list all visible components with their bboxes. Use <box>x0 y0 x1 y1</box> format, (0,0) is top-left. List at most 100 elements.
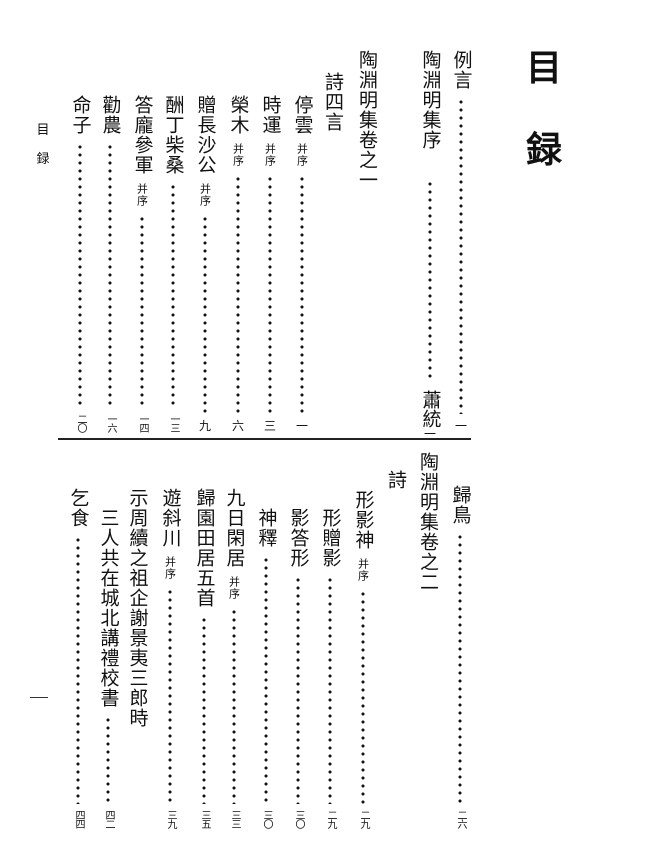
leader-dots <box>232 608 236 804</box>
entry-author: 蕭統 <box>419 390 442 428</box>
toc-entry[interactable]: 命子 二〇 <box>68 95 92 432</box>
toc-entry[interactable]: 乞食 四四 <box>66 488 90 828</box>
page-title: 目 録 <box>516 50 572 214</box>
running-head-char-1: 目 <box>36 123 50 138</box>
entry-note: 并序 <box>356 558 370 582</box>
entry-page: 一 <box>295 419 308 433</box>
entry-title: 時運 <box>259 95 282 135</box>
leader-dots <box>76 536 80 804</box>
toc-entry[interactable]: 遊斜川 并序 三九 <box>158 488 182 828</box>
entry-title: 例言 <box>450 50 473 90</box>
toc-entry[interactable]: 酬丁柴桑 一三 <box>161 95 185 432</box>
volume-heading: 陶淵明集卷之一 <box>356 50 378 190</box>
leader-dots <box>202 616 206 804</box>
page-folio-mark <box>30 697 48 698</box>
entry-note: 并序 <box>198 183 212 207</box>
entry-title: 歸園田居五首 <box>193 488 216 608</box>
entry-page: 九 <box>198 419 211 433</box>
toc-entry[interactable]: 九日閑居 并序 三三 <box>222 488 246 828</box>
running-head: 目 録 <box>34 124 52 182</box>
leader-dots <box>203 215 207 414</box>
leader-dots <box>300 175 304 414</box>
entry-title: 陶淵明集序 <box>419 50 442 150</box>
entry-note: 并序 <box>227 576 241 600</box>
toc-entry[interactable]: 答龐參軍 并序 一四 <box>130 95 154 432</box>
toc-entry[interactable]: 榮木 并序 六 <box>226 95 250 432</box>
entry-note: 并序 <box>295 143 309 167</box>
title-char-2: 録 <box>525 129 562 171</box>
leader-dots <box>296 576 300 804</box>
entry-title: 酬丁柴桑 <box>162 95 185 175</box>
entry-page: 一 <box>423 427 436 441</box>
entry-page: 四二 <box>103 810 114 828</box>
leader-dots <box>171 183 175 408</box>
genre-heading: 詩 <box>385 470 407 490</box>
entry-page: 四四 <box>73 810 84 828</box>
toc-entry[interactable]: 贈長沙公 并序 九 <box>193 95 217 432</box>
entry-title: 贈長沙公 <box>194 95 217 175</box>
entry-title: 形贈影 <box>319 508 342 568</box>
entry-title: 答龐參軍 <box>131 95 154 175</box>
entry-note: 并序 <box>231 143 245 167</box>
leader-dots <box>78 143 82 408</box>
entry-title: 遊斜川 <box>159 488 182 548</box>
leader-dots <box>459 98 463 414</box>
section-divider <box>58 438 471 440</box>
toc-entry[interactable]: 三人共在城北講禮校書 四二 <box>96 508 120 828</box>
toc-entry[interactable]: 影答形 三〇 <box>286 508 310 828</box>
entry-page: 一 <box>454 419 467 433</box>
entry-title: 歸鳥 <box>449 485 472 525</box>
toc-entry[interactable]: 形影神 并序 二九 <box>351 490 375 828</box>
toc-entry[interactable]: 歸園田居五首 三五 <box>192 488 216 828</box>
entry-page: 三〇 <box>261 810 272 828</box>
toc-entry[interactable]: 例言 一 <box>449 50 473 432</box>
leader-dots <box>361 590 365 804</box>
entry-title: 三人共在城北講禮校書 <box>97 508 120 708</box>
entry-note: 并序 <box>135 183 149 207</box>
entry-title: 神釋 <box>255 508 278 548</box>
leader-dots <box>428 180 432 380</box>
leader-dots <box>268 175 272 414</box>
entry-page: 三三 <box>229 810 240 828</box>
leader-dots <box>458 533 462 804</box>
leader-dots <box>108 143 112 408</box>
entry-page: 三 <box>263 419 276 433</box>
leader-dots <box>236 175 240 414</box>
toc-entry[interactable]: 示周續之祖企謝景夷三郎時 <box>125 488 149 728</box>
entry-page: 三九 <box>165 810 176 828</box>
entry-note: 并序 <box>163 556 177 580</box>
toc-entry[interactable]: 神釋 三〇 <box>254 508 278 828</box>
toc-entry[interactable]: 歸鳥 二六 <box>448 485 472 828</box>
entry-title: 榮木 <box>227 95 250 135</box>
entry-page: 二〇 <box>75 414 86 432</box>
entry-page: 三五 <box>199 810 210 828</box>
toc-entry[interactable]: 陶淵明集序 蕭統 一 <box>418 50 442 440</box>
leader-dots <box>168 588 172 804</box>
entry-title: 九日閑居 <box>223 488 246 568</box>
entry-title: 停雲 <box>291 95 314 135</box>
toc-entry[interactable]: 勸農 一六 <box>98 95 122 432</box>
entry-page: 三〇 <box>293 810 304 828</box>
entry-title: 形影神 <box>352 490 375 550</box>
leader-dots <box>106 716 110 804</box>
entry-page: 二九 <box>325 810 336 828</box>
entry-page: 六 <box>231 419 244 433</box>
entry-title: 勸農 <box>99 95 122 135</box>
toc-entry[interactable]: 停雲 并序 一 <box>290 95 314 432</box>
entry-page: 二九 <box>358 810 369 828</box>
volume-heading: 陶淵明集卷之二 <box>417 452 439 592</box>
entry-title: 命子 <box>69 95 92 135</box>
toc-entry[interactable]: 形贈影 二九 <box>318 508 342 828</box>
toc-entry[interactable]: 時運 并序 三 <box>258 95 282 432</box>
entry-page: 一三 <box>168 414 179 432</box>
leader-dots <box>328 576 332 804</box>
leader-dots <box>264 556 268 804</box>
leader-dots <box>140 215 144 408</box>
genre-heading: 詩四言 <box>322 72 344 132</box>
entry-page: 二六 <box>455 810 466 828</box>
entry-title: 乞食 <box>67 488 90 528</box>
entry-title: 影答形 <box>287 508 310 568</box>
entry-title: 示周續之祖企謝景夷三郎時 <box>126 488 149 728</box>
entry-note: 并序 <box>263 143 277 167</box>
running-head-char-2: 録 <box>36 152 50 167</box>
